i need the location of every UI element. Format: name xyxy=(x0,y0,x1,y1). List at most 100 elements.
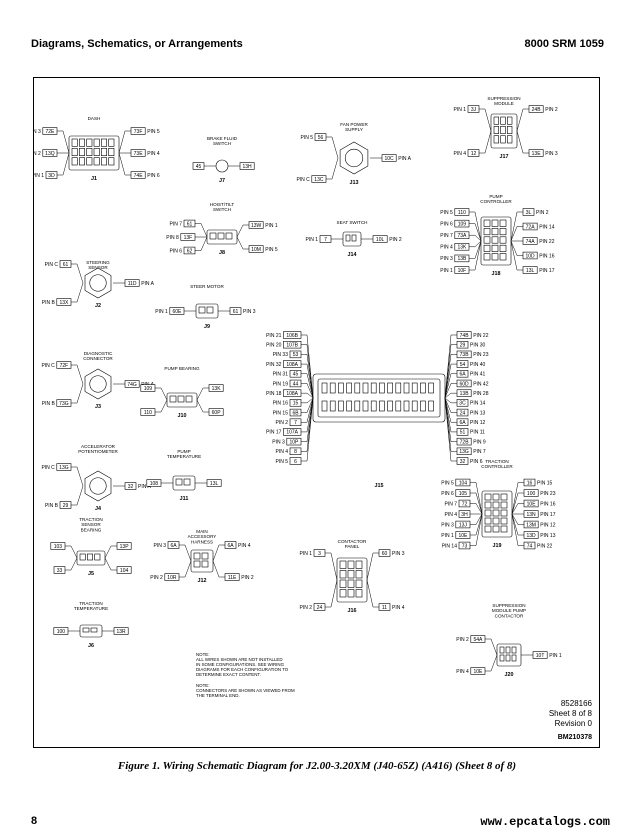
pin-cavity xyxy=(86,138,93,147)
wire-number: 13G xyxy=(459,449,469,455)
wire-lead xyxy=(71,466,84,487)
pin-cavity xyxy=(500,116,506,125)
wire-number: 72 xyxy=(462,501,468,507)
wire-lead xyxy=(179,560,192,578)
wire-lead xyxy=(155,399,168,413)
wire-number: 10E xyxy=(527,501,537,507)
pin-cavity xyxy=(511,646,517,654)
wire-number: 13B xyxy=(460,391,470,397)
pin-cavity xyxy=(355,570,363,579)
connector-id: J4 xyxy=(95,506,101,512)
wire-number-box xyxy=(522,237,538,245)
connector-title: STEER MOTOR xyxy=(190,284,224,289)
pin-label: PIN 21 xyxy=(266,333,282,339)
wire-lead xyxy=(326,136,339,159)
wire-number-box xyxy=(248,245,264,253)
connector-face xyxy=(89,477,107,495)
page-number: 8 xyxy=(31,815,38,827)
wire-number-box xyxy=(289,379,302,388)
wire-number: 13D xyxy=(527,533,537,539)
wire-number-box xyxy=(116,566,132,574)
pin-label: PIN 1 xyxy=(441,533,454,539)
pin-cavity xyxy=(500,501,508,509)
wire-label: 110 xyxy=(140,399,168,416)
wire-number-box xyxy=(311,175,327,183)
wire-number-box xyxy=(467,105,480,113)
pin-label: PIN 30 xyxy=(470,342,486,348)
wire-number: 108A xyxy=(286,391,298,397)
pin-cavity xyxy=(198,306,206,314)
wire-number: 24 xyxy=(460,410,466,416)
pin-label: PIN 2 xyxy=(241,575,254,581)
pin-cavity xyxy=(499,236,507,244)
wire-number-box xyxy=(56,463,72,471)
connector-id: J9 xyxy=(204,324,210,330)
wire-number: 6A xyxy=(227,543,234,549)
pin-label: PIN 1 xyxy=(265,223,278,229)
pin-cavity xyxy=(86,148,93,156)
pin-cavity xyxy=(370,382,377,394)
connector-id: J7 xyxy=(219,178,225,184)
wire-number-box xyxy=(454,243,470,251)
wire-number-box xyxy=(458,541,471,550)
pin-cavity xyxy=(93,157,100,166)
pin-label: PIN 32 xyxy=(266,362,282,368)
pin-cavity xyxy=(362,400,369,412)
note-line: NOTE: xyxy=(196,652,209,657)
pin-label: PIN 41 xyxy=(470,372,486,378)
wire-lead xyxy=(470,513,483,546)
pin-label: PIN 6 xyxy=(440,221,453,227)
wire-number-box xyxy=(456,379,472,388)
pin-cavity xyxy=(108,157,115,166)
pin-cavity xyxy=(347,579,355,588)
connector-face xyxy=(344,148,364,168)
pin-label: PIN 17 xyxy=(540,512,556,518)
wire-lead xyxy=(301,334,314,399)
pin-cavity xyxy=(411,382,418,394)
wire-number: 10E xyxy=(473,669,483,675)
pin-label: PIN 6 xyxy=(147,173,160,179)
pin-label: PIN 4 xyxy=(456,669,469,675)
wire-number-box xyxy=(456,331,472,339)
wire-number-box xyxy=(523,499,539,508)
wire-number-box xyxy=(372,235,388,243)
wire-number-box xyxy=(53,627,69,635)
wire-number: 107B xyxy=(286,342,298,348)
pin-cavity xyxy=(499,228,507,236)
pin-label: PIN 7 xyxy=(444,501,457,507)
wire-number-box xyxy=(456,370,469,378)
wire-lead xyxy=(444,334,457,399)
wire-lead xyxy=(118,130,131,154)
connector-title: SWITCH xyxy=(213,207,231,212)
wire-number: 3 xyxy=(318,551,321,557)
wire-number-box xyxy=(42,149,58,157)
connector-id: J8 xyxy=(219,250,225,256)
pin-cavity xyxy=(483,253,491,261)
wire-number-box xyxy=(229,307,242,315)
wire-number: 13P xyxy=(120,544,130,550)
wire-lead xyxy=(236,224,249,238)
wire-label: 10E PIN 4 xyxy=(456,654,498,675)
wire-number-box xyxy=(456,399,469,407)
wire-number: 24 xyxy=(317,605,323,611)
pin-cavity xyxy=(491,253,499,261)
connector-title: PUMP xyxy=(177,449,190,454)
wire-number-box xyxy=(455,489,471,497)
pin-label: PIN 3 xyxy=(34,129,41,135)
wire-lead xyxy=(444,354,457,399)
